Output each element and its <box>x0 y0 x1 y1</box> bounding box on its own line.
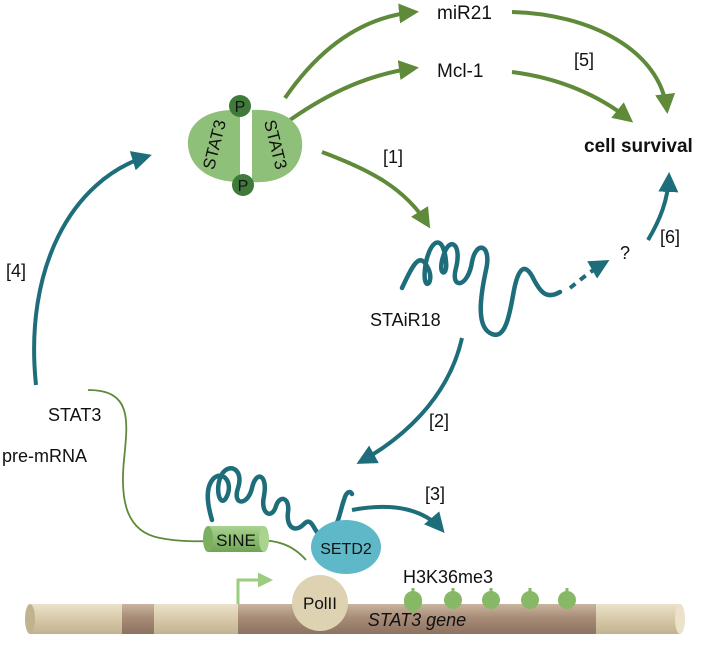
mir21-label: miR21 <box>437 3 492 24</box>
lollipop-a <box>404 588 422 611</box>
arrow-question-to-survival <box>646 172 679 242</box>
lollipop-b <box>444 588 462 609</box>
setd2-protein <box>311 520 381 574</box>
step-5-label: [5] <box>574 50 594 70</box>
stat3-left-monomer <box>187 109 240 182</box>
cell-survival-label: cell survival <box>584 136 693 157</box>
stair18-label: STAiR18 <box>370 310 441 330</box>
gene-segment-mid-light <box>154 604 238 634</box>
phospho-top <box>229 95 251 117</box>
arrow-setd2-to-h3k36me3 <box>351 504 445 534</box>
gene-segment-left-light <box>30 604 122 634</box>
arrow-mcl1-to-survival <box>511 70 634 123</box>
premrna-label-line1: STAT3 <box>48 405 101 425</box>
step-3-label: [3] <box>425 484 445 504</box>
lollipop-d <box>521 588 539 609</box>
setd2-label: SETD2 <box>320 541 372 558</box>
mcl1-label: Mcl-1 <box>437 61 483 82</box>
sine-element: SINE <box>203 526 269 552</box>
lollipop-e <box>558 588 576 609</box>
arrow-stair18-to-question <box>568 260 610 290</box>
arrow-stat3-to-stair18 <box>321 150 431 229</box>
premrna-strand <box>87 389 307 561</box>
phospho-bottom-label: P <box>238 178 249 195</box>
arrow-stair18-to-gene <box>356 337 464 464</box>
gene-segment-right-light <box>596 604 680 634</box>
phospho-top-label: P <box>235 99 246 116</box>
h3k36me3-label: H3K36me3 <box>403 567 493 587</box>
sine-label: SINE <box>216 531 256 550</box>
arrow-stat3-to-mir21 <box>283 3 419 100</box>
step-6-label: [6] <box>660 227 680 247</box>
lollipop-c <box>482 588 500 609</box>
step-1-label: [1] <box>383 147 403 167</box>
arrow-mir21-to-survival <box>511 10 676 114</box>
gene-label: STAT3 gene <box>368 610 466 630</box>
polii-protein <box>292 575 348 631</box>
arrow-stat3-to-mcl1 <box>288 60 419 122</box>
stat3-gene: STAT3 gene <box>25 604 685 634</box>
question-mark-label: ? <box>620 243 630 263</box>
polii-label: PolII <box>303 594 337 613</box>
stair18-rna <box>399 240 563 338</box>
promoter-arrow <box>236 572 273 604</box>
gene-segment-left-dark <box>122 604 154 634</box>
step-4-label: [4] <box>6 261 26 281</box>
stat3-dimer: P P STAT3 STAT3 <box>187 95 303 196</box>
lollipops <box>404 588 576 611</box>
stat3-right-monomer <box>252 109 303 183</box>
phospho-bottom <box>232 174 254 196</box>
arrow-premrna-to-stat3 <box>32 151 152 386</box>
step-2-label: [2] <box>429 411 449 431</box>
premrna-label-line2: pre-mRNA <box>2 446 87 466</box>
